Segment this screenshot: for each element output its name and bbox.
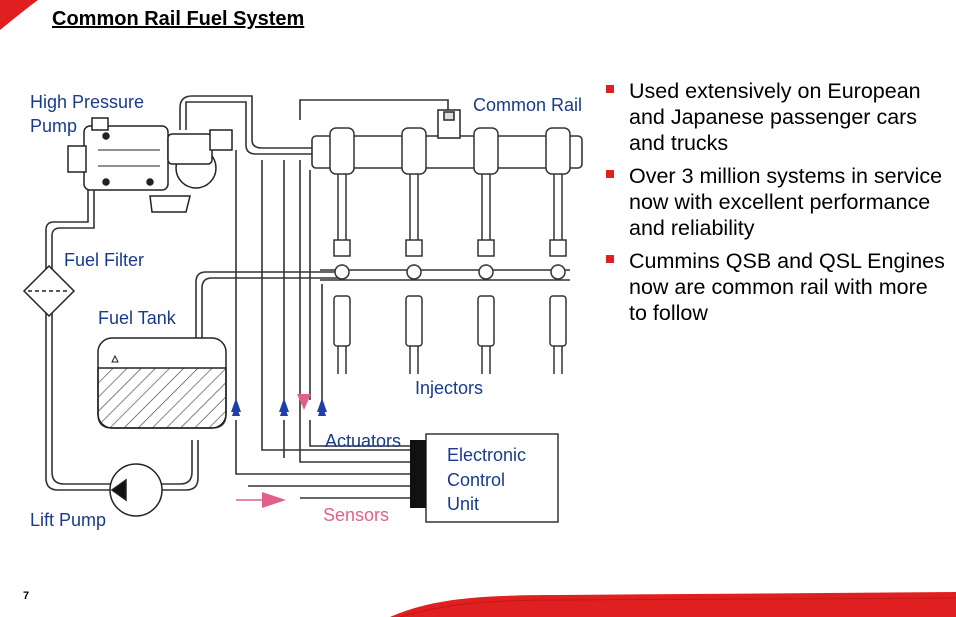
sensor-arrow-right	[236, 492, 286, 508]
common-rail	[311, 109, 583, 169]
ecu-label-3: Unit	[447, 494, 479, 514]
label-high-pressure-pump-2: Pump	[30, 116, 77, 136]
bullet-square-icon	[606, 255, 614, 263]
filter-to-pump-line	[45, 172, 89, 270]
return-line	[195, 271, 340, 340]
sensor-arrow-down	[297, 394, 311, 410]
corner-accent	[0, 0, 38, 30]
page-number: 7	[23, 590, 30, 602]
label-lift-pump: Lift Pump	[30, 510, 106, 530]
injector-2	[401, 127, 427, 374]
pump-to-rail-line	[179, 95, 312, 149]
bullet-item: Cummins QSB and QSL Engines now are comm…	[604, 248, 949, 326]
slide-title: Common Rail Fuel System	[52, 8, 305, 30]
bullet-item: Used extensively on European and Japanes…	[604, 78, 949, 156]
bullet-list: Used extensively on European and Japanes…	[604, 78, 949, 333]
label-common-rail: Common Rail	[473, 95, 582, 115]
injector-4	[545, 127, 571, 374]
bullet-square-icon	[606, 85, 614, 93]
label-actuators: Actuators	[325, 431, 401, 451]
injector-1	[329, 127, 355, 374]
label-fuel-tank: Fuel Tank	[98, 308, 177, 328]
bullet-item: Over 3 million systems in service now wi…	[604, 163, 949, 241]
label-high-pressure-pump-1: High Pressure	[30, 92, 144, 112]
bullet-square-icon	[606, 170, 614, 178]
injector-3	[473, 127, 499, 374]
label-fuel-filter: Fuel Filter	[64, 250, 144, 270]
electronic-control-unit	[410, 433, 559, 523]
fuel-tank	[97, 337, 227, 429]
lift-pump	[109, 463, 163, 517]
label-injectors: Injectors	[415, 378, 483, 398]
high-pressure-pump	[67, 117, 233, 213]
filter-to-liftpump-line	[45, 312, 112, 491]
ecu-label-2: Control	[447, 470, 505, 490]
footer-swoosh	[390, 592, 956, 617]
fuel-filter	[22, 264, 76, 318]
label-sensors: Sensors	[323, 505, 389, 525]
ecu-label-1: Electronic	[447, 445, 526, 465]
